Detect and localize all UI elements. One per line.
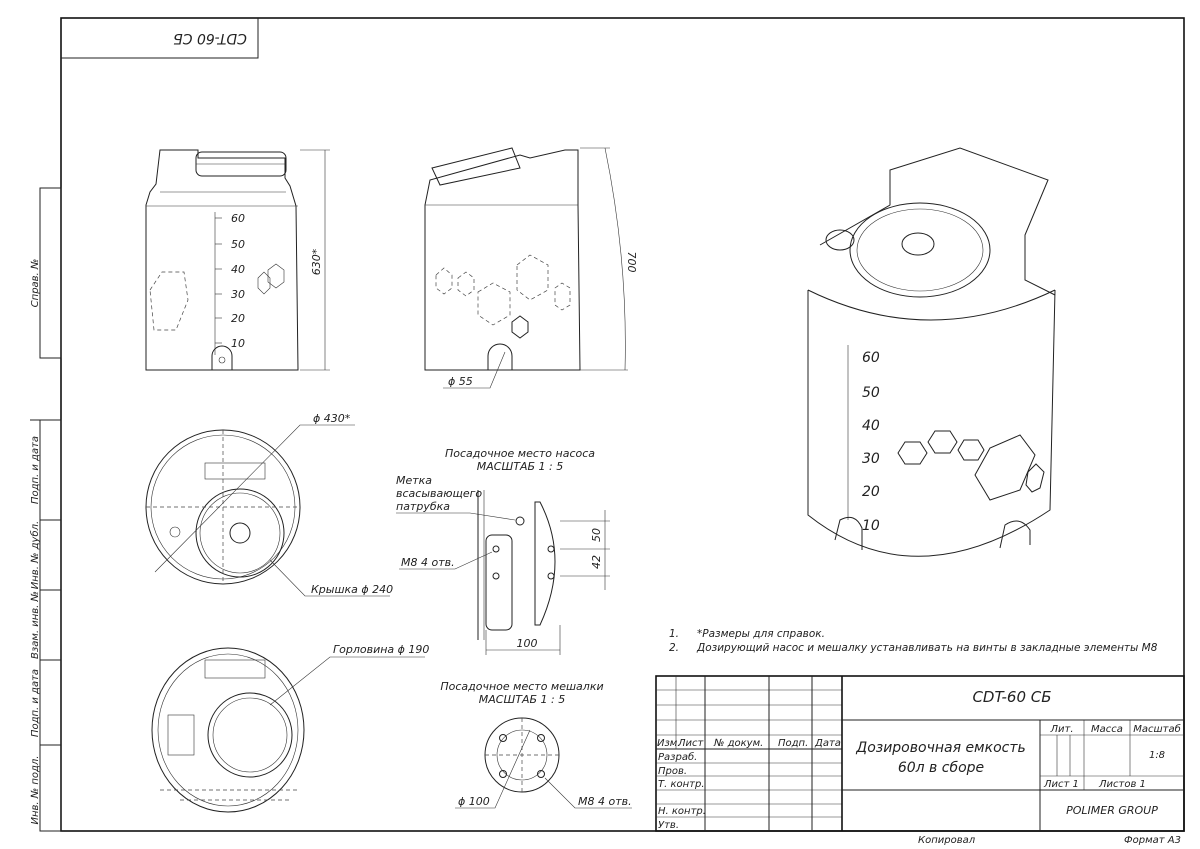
side-label-sprav: Справ. № — [30, 259, 41, 308]
tb-col-doc: № докум. — [713, 738, 763, 749]
side-label-podp-data-2: Подп. и дата — [30, 669, 41, 737]
tb-name-line1: Дозировочная емкость — [855, 740, 1026, 756]
tb-lit: Лит. — [1049, 724, 1073, 735]
top-diameter-dim: ϕ 430* — [313, 412, 351, 425]
top-view: ϕ 430* Крышка ϕ 240 — [145, 412, 393, 597]
tb-sheet: Лист 1 — [1043, 779, 1079, 790]
side-view: 700 ϕ 55 — [424, 147, 638, 389]
front-height-dim: 630* — [310, 248, 323, 275]
iso-scale-30: 30 — [862, 451, 880, 467]
top-stamp-text: CDT-60 СБ — [173, 30, 247, 46]
note-2-text: Дозирующий насос и мешалку устанавливать… — [696, 642, 1158, 654]
pump-dim-50: 50 — [590, 528, 603, 542]
pump-seat-scale: МАСШТАБ 1 : 5 — [477, 460, 563, 473]
front-scale-10: 10 — [231, 337, 245, 350]
iso-scale-10: 10 — [862, 518, 880, 534]
note-2-num: 2. — [669, 642, 679, 654]
pump-seat-title: Посадочное место насоса — [445, 447, 595, 460]
tb-massa: Масса — [1091, 724, 1123, 735]
tb-masshtab: Масштаб — [1133, 723, 1181, 735]
iso-scale-60: 60 — [862, 350, 880, 366]
front-scale-20: 20 — [231, 312, 245, 325]
pump-mark-label-3: патрубка — [396, 500, 450, 513]
note-1-text: *Размеры для справок. — [697, 628, 825, 640]
pump-holes-label: М8 4 отв. — [401, 556, 455, 569]
tb-name-line2: 60л в сборе — [898, 760, 984, 776]
side-label-inv-podl: Инв. № подл. — [30, 756, 41, 825]
tb-col-list: Лист — [677, 738, 705, 749]
iso-scale-40: 40 — [862, 418, 880, 434]
mixer-seat-view: Посадочное место мешалки МАСШТАБ 1 : 5 ϕ… — [440, 680, 632, 809]
notes: 1. *Размеры для справок. 2. Дозирующий н… — [669, 628, 1158, 654]
tb-designation: CDT-60 СБ — [972, 688, 1051, 706]
tb-col-data: Дата — [814, 738, 841, 749]
side-neck-dim: ϕ 55 — [448, 375, 473, 388]
side-label-inv-dubl: Инв. № дубл. — [29, 521, 41, 589]
tb-col-izm: Изм. — [657, 738, 681, 749]
tb-row-utv: Утв. — [658, 820, 679, 831]
tb-row-nkontr: Н. контр. — [658, 806, 706, 817]
front-scale-30: 30 — [231, 288, 245, 301]
drawing-frame — [60, 17, 1185, 832]
pump-dim-100: 100 — [517, 637, 538, 650]
iso-hexes — [897, 430, 1045, 501]
tb-row-razrab: Разраб. — [658, 751, 697, 763]
tb-row-prov: Пров. — [658, 766, 687, 777]
top-lid-label: Крышка ϕ 240 — [311, 583, 393, 596]
front-view: 60 50 40 30 20 10 630* — [145, 149, 330, 371]
top-stamp-box — [61, 18, 259, 59]
mixer-seat-title: Посадочное место мешалки — [440, 680, 603, 693]
tb-sheets: Листов 1 — [1098, 779, 1146, 790]
bottom-neck-label: Горловина ϕ 190 — [333, 643, 429, 656]
note-1-num: 1. — [669, 628, 679, 640]
tb-scale-value: 1:8 — [1149, 750, 1165, 761]
title-block: CDT-60 СБ Дозировочная емкость 60л в сбо… — [655, 675, 1185, 832]
pump-mark-label-2: всасывающего — [396, 487, 482, 500]
mixer-seat-scale: МАСШТАБ 1 : 5 — [479, 693, 565, 706]
side-height-dim: 700 — [625, 252, 638, 273]
front-scale-50: 50 — [231, 238, 245, 251]
mixer-dia-label: ϕ 100 — [458, 795, 490, 808]
mixer-holes-label: М8 4 отв. — [578, 795, 632, 808]
left-side-strip: Справ. № Подп. и дата Инв. № дубл. Взам.… — [29, 187, 62, 832]
pump-mark-label-1: Метка — [396, 474, 432, 487]
isometric-view: 60 50 40 30 20 10 — [807, 147, 1056, 557]
side-label-podp-data-1: Подп. и дата — [30, 436, 41, 504]
tb-row-tkontr: Т. контр. — [658, 779, 705, 790]
bottom-view: Горловина ϕ 190 — [151, 643, 429, 813]
tb-company: POLIMER GROUP — [1066, 804, 1158, 817]
front-scale-60: 60 — [231, 212, 245, 225]
tb-col-podp: Подп. — [778, 738, 808, 749]
footer-copied: Копировал — [918, 835, 976, 846]
side-label-vzam-inv: Взам. инв. № — [30, 591, 41, 659]
pump-seat-view: Посадочное место насоса МАСШТАБ 1 : 5 Ме… — [396, 447, 610, 655]
front-scale-40: 40 — [231, 263, 245, 276]
iso-scale-50: 50 — [862, 385, 880, 401]
footer-format: Формат А3 — [1124, 835, 1181, 846]
pump-dim-42: 42 — [590, 555, 603, 569]
iso-scale-20: 20 — [862, 484, 880, 500]
